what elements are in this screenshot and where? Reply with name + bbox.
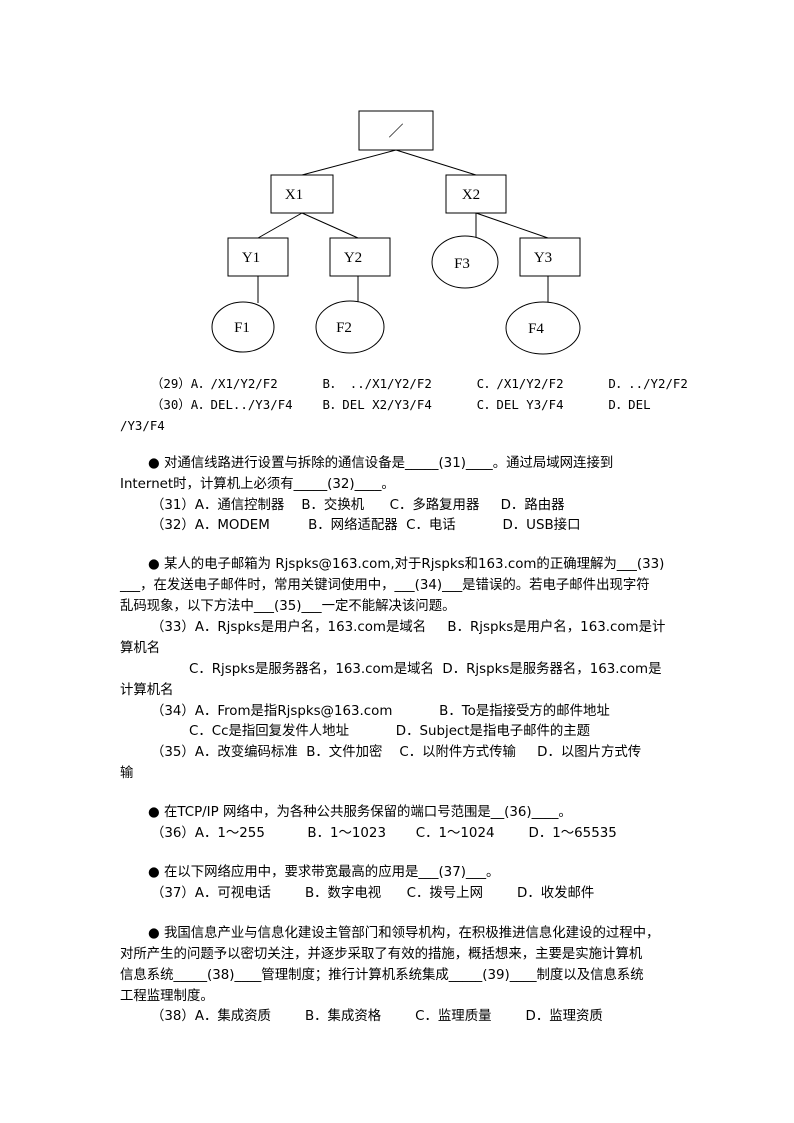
q31-stem: ● 对通信线路进行设置与拆除的通信设备是_____(31)____。通过局域网连… bbox=[148, 456, 614, 471]
q38-stem-cont3: 工程监理制度。 bbox=[120, 989, 214, 1004]
q38-stem-cont1: 对所产生的问题予以密切关注，并逐步采取了有效的措施，概括想来，主要是实施计算机 bbox=[120, 947, 643, 962]
q35-options: （35）A．改变编码标准 B．文件加密 C．以附件方式传输 D．以图片方式传 bbox=[151, 745, 642, 760]
q29-options: （29）A．/X1/Y2/F2 B． ../X1/Y2/F2 C．/X1/Y2/… bbox=[151, 376, 688, 391]
q31-stem-cont: Internet时，计算机上必须有_____(32)____。 bbox=[120, 477, 395, 492]
node-y3 bbox=[519, 237, 581, 277]
q37-stem: ● 在以下网络应用中，要求带宽最高的应用是___(37)___。 bbox=[148, 865, 500, 880]
q33-options-ab: （33）A．Rjspks是用户名，163.com是域名 B．Rjspks是用户名… bbox=[151, 620, 666, 635]
q38-options: （38）A．集成资质 B．集成资格 C．监理质量 D．监理资质 bbox=[151, 1009, 603, 1024]
node-f1 bbox=[211, 301, 275, 353]
label-f3: F3 bbox=[454, 256, 470, 272]
node-y1 bbox=[227, 237, 289, 277]
label-f1: F1 bbox=[234, 320, 250, 336]
q33-options-cd-cont: 计算机名 bbox=[120, 683, 174, 698]
label-y3: Y3 bbox=[534, 250, 552, 266]
label-f2: F2 bbox=[336, 320, 352, 336]
label-root: ／ bbox=[388, 123, 403, 140]
node-f2 bbox=[315, 300, 385, 354]
label-y2: Y2 bbox=[344, 250, 362, 266]
q38-stem: ● 我国信息产业与信息化建设主管部门和领导机构，在积极推进信息化建设的过程中， bbox=[148, 926, 660, 941]
directory-tree-diagram: ／ X1 X2 Y1 Y2 Y3 F3 F1 F2 F4 bbox=[211, 110, 581, 355]
node-y2 bbox=[329, 237, 391, 277]
q30-options: （30）A．DEL../Y3/F4 B．DEL X2/Y3/F4 C．DEL Y… bbox=[151, 397, 651, 412]
q34-options-cd: C．Cc是指回复发件人地址 D．Subject是指电子邮件的主题 bbox=[189, 724, 591, 739]
q37-options: （37）A．可视电话 B．数字电视 C．拨号上网 D．收发邮件 bbox=[151, 886, 595, 901]
q34-options-ab: （34）A．From是指Rjspks@163.com B．To是指接受方的邮件地… bbox=[151, 704, 610, 719]
node-f3 bbox=[431, 235, 499, 289]
label-x1: X1 bbox=[285, 187, 303, 203]
q30-options-cont: /Y3/F4 bbox=[120, 418, 165, 433]
node-x1 bbox=[270, 174, 334, 214]
q36-stem: ● 在TCP/IP 网络中，为各种公共服务保留的端口号范围是__(36)____… bbox=[148, 805, 572, 820]
label-x2: X2 bbox=[462, 187, 480, 203]
q38-stem-cont2: 信息系统_____(38)____管理制度；推行计算机系统集成_____(39)… bbox=[120, 968, 644, 983]
q33-options-ab-cont: 算机名 bbox=[120, 641, 161, 656]
node-root bbox=[358, 110, 434, 151]
q35-options-cont: 输 bbox=[120, 766, 134, 781]
q33-options-cd: C．Rjspks是服务器名，163.com是域名 D．Rjspks是服务器名，1… bbox=[189, 662, 662, 677]
label-y1: Y1 bbox=[242, 250, 260, 266]
node-x2 bbox=[445, 174, 507, 214]
label-f4: F4 bbox=[528, 321, 544, 337]
q33-stem: ● 某人的电子邮箱为 Rjspks@163.com,对于Rjspks和163.c… bbox=[148, 557, 665, 572]
q33-stem-cont1: ___，在发送电子邮件时，常用关键词使用中，___(34)___是错误的。若电子… bbox=[120, 578, 650, 593]
node-f4 bbox=[505, 301, 581, 355]
q32-options: （32）A．MODEM B．网络适配器 C．电话 D．USB接口 bbox=[151, 518, 581, 533]
q31-options: （31）A．通信控制器 B．交换机 C．多路复用器 D．路由器 bbox=[151, 498, 565, 513]
q33-stem-cont2: 乱码现象，以下方法中___(35)___一定不能解决该问题。 bbox=[120, 599, 456, 614]
q36-options: （36）A．1～255 B．1～1023 C．1～1024 D．1～65535 bbox=[151, 826, 617, 841]
